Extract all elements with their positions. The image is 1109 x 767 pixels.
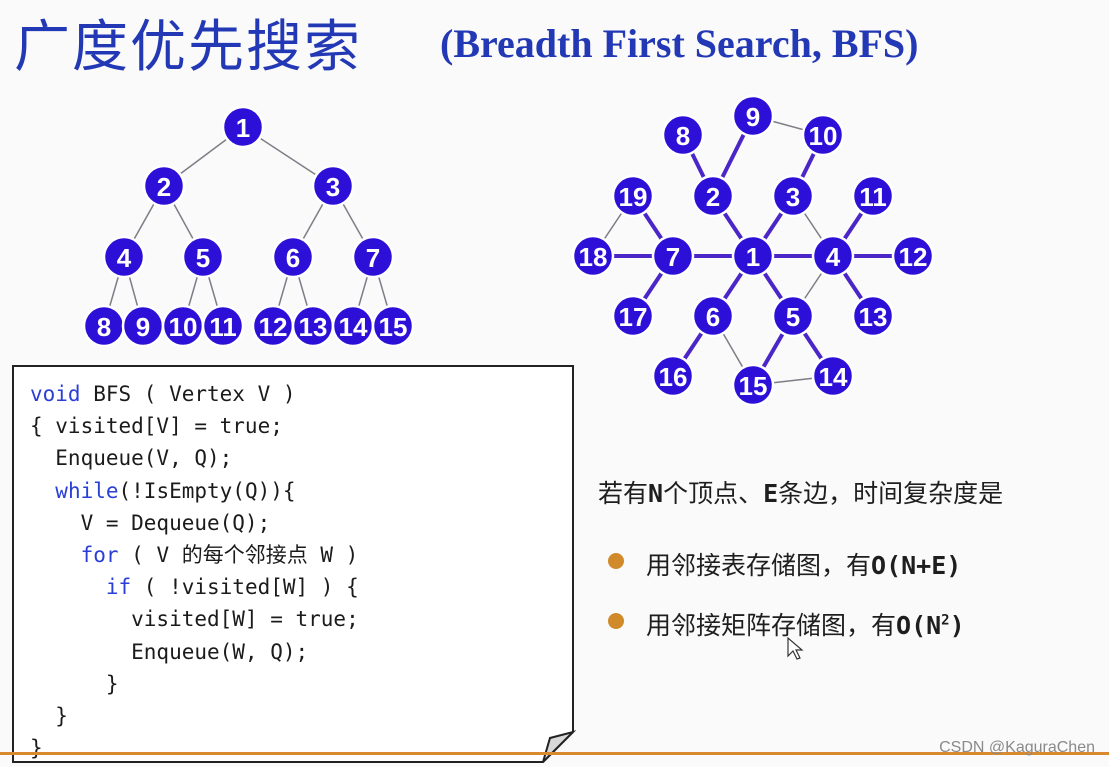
node-label: 2 [157, 172, 171, 202]
node-label: 8 [676, 121, 690, 151]
node-17: 17 [611, 294, 655, 338]
node-label: 3 [786, 182, 800, 212]
node-18: 18 [571, 234, 615, 278]
code-line-7: ( !visited[W] ) { [131, 575, 359, 600]
node-label: 14 [339, 312, 368, 342]
node-label: 15 [379, 312, 408, 342]
node-label: 12 [259, 312, 288, 342]
node-label: 13 [859, 302, 888, 332]
node-7: 7 [351, 235, 395, 279]
node-label: 6 [706, 302, 720, 332]
node-label: 4 [117, 243, 132, 273]
code-keyword-void: void [30, 382, 81, 406]
bullet-adjacency-matrix: 用邻接矩阵存储图，有O(N2) [646, 611, 965, 640]
bullet-dot [608, 553, 624, 569]
node-12: 12 [251, 304, 295, 348]
node-label: 18 [579, 242, 608, 272]
node-label: 9 [136, 312, 150, 342]
node-11: 11 [851, 174, 895, 218]
node-9: 9 [731, 94, 775, 138]
code-line-8: visited[W] = true; [30, 607, 359, 632]
node-13: 13 [291, 304, 335, 348]
node-2: 2 [142, 164, 186, 208]
node-12: 12 [891, 234, 935, 278]
node-label: 15 [739, 371, 768, 401]
node-19: 19 [611, 174, 655, 218]
node-7: 7 [651, 234, 695, 278]
code-line-5: V = Dequeue(Q); [30, 510, 271, 535]
node-label: 13 [299, 312, 328, 342]
node-label: 17 [619, 302, 648, 332]
node-label: 11 [209, 312, 237, 342]
code-line-2: { visited[V] = true; [30, 414, 283, 439]
node-label: 4 [826, 242, 841, 272]
node-label: 16 [659, 362, 688, 392]
node-label: 6 [286, 243, 300, 273]
node-16: 16 [651, 354, 695, 398]
node-label: 12 [899, 242, 928, 272]
node-label: 10 [809, 121, 838, 151]
node-label: 5 [196, 243, 210, 273]
node-3: 3 [311, 164, 355, 208]
code-line-11: } [30, 704, 68, 729]
node-5: 5 [771, 294, 815, 338]
slide-title-chinese: 广度优先搜索 [14, 15, 362, 80]
node-label: 9 [746, 102, 760, 132]
node-label: 7 [366, 243, 380, 273]
node-label: 14 [819, 362, 848, 392]
code-keyword-if: if [105, 575, 132, 600]
node-6: 6 [691, 294, 735, 338]
node-4: 4 [102, 235, 146, 279]
node-14: 14 [811, 354, 855, 398]
node-5: 5 [181, 235, 225, 279]
node-label: 1 [746, 242, 760, 272]
node-label: 5 [786, 302, 800, 332]
node-15: 15 [731, 363, 775, 407]
node-label: 7 [666, 242, 680, 272]
node-1: 1 [221, 105, 265, 149]
watermark: CSDN @KaguraChen [939, 739, 1095, 756]
node-8: 8 [661, 113, 705, 157]
node-15: 15 [371, 304, 415, 348]
footer-divider [0, 752, 1109, 755]
code-line-10: } [30, 671, 119, 696]
bfs-pseudocode: void BFS ( Vertex V ) { visited[V] = tru… [30, 378, 359, 764]
slide-title-english: (Breadth First Search, BFS) [440, 21, 919, 66]
bullet-adjacency-list: 用邻接表存储图，有O(N+E) [646, 551, 962, 580]
node-3: 3 [771, 174, 815, 218]
node-11: 11 [201, 304, 245, 348]
mouse-cursor-icon [787, 636, 804, 660]
code-keyword-while: while [55, 478, 119, 503]
node-label: 11 [859, 182, 887, 212]
node-label: 19 [619, 182, 648, 212]
code-line-4: (!IsEmpty(Q)){ [118, 478, 296, 503]
bullet-dot [608, 613, 624, 629]
node-label: 8 [97, 312, 111, 342]
node-label: 2 [706, 182, 720, 212]
complexity-question: 若有N个顶点、E条边，时间复杂度是 [598, 479, 1004, 508]
node-label: 10 [169, 312, 198, 342]
node-2: 2 [691, 174, 735, 218]
code-line-3: Enqueue(V, Q); [30, 446, 233, 471]
code-keyword-for: for [80, 543, 119, 568]
code-line-12: } [30, 736, 43, 761]
node-10: 10 [801, 113, 845, 157]
node-13: 13 [851, 294, 895, 338]
code-line-1: BFS ( Vertex V ) [80, 382, 296, 406]
node-6: 6 [271, 235, 315, 279]
node-9: 9 [121, 304, 165, 348]
node-1: 1 [731, 234, 775, 278]
node-8: 8 [82, 304, 126, 348]
code-line-9: Enqueue(W, Q); [30, 639, 309, 664]
node-4: 4 [811, 234, 855, 278]
node-label: 1 [236, 113, 250, 143]
node-14: 14 [331, 304, 375, 348]
code-line-6: ( V 的每个邻接点 W ) [118, 543, 359, 568]
node-label: 3 [326, 172, 340, 202]
